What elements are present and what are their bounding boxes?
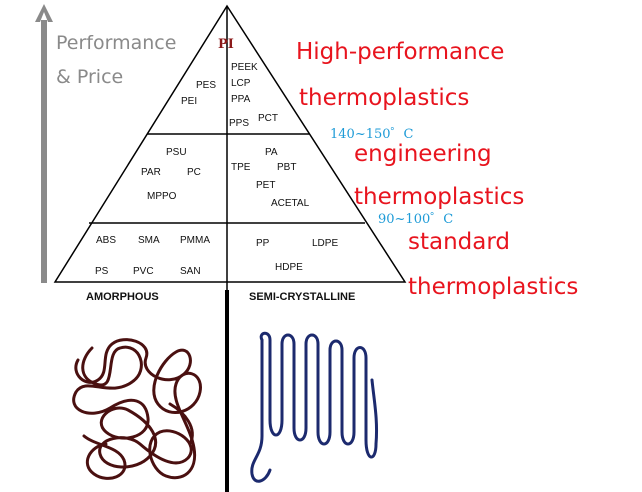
base-label-semicrystalline: SEMI-CRYSTALLINE: [249, 291, 355, 303]
tier-name: thermoplastics: [354, 184, 524, 210]
material-label: PBT: [277, 162, 296, 173]
material-label: TPE: [231, 162, 251, 173]
material-label: PA: [265, 147, 278, 158]
material-label: LDPE: [312, 238, 338, 249]
tier-name: thermoplastics: [408, 274, 578, 300]
apex-label: PI: [218, 37, 234, 52]
material-label: PAR: [141, 167, 161, 178]
tier-name: engineering: [354, 141, 492, 167]
material-label: PCT: [258, 113, 278, 124]
tier-name: thermoplastics: [299, 85, 469, 111]
material-label: PPS: [229, 118, 249, 129]
material-label: SMA: [138, 235, 160, 246]
material-label: MPPO: [147, 191, 177, 202]
material-label: PET: [256, 180, 275, 191]
axis-label-performance: Performance: [56, 32, 176, 54]
material-label: HDPE: [275, 262, 303, 273]
material-label: LCP: [231, 78, 251, 89]
temperature-label: 140~150゜C: [330, 127, 414, 142]
material-label: PMMA: [180, 235, 210, 246]
material-label: PEEK: [231, 62, 258, 73]
material-label: PS: [95, 266, 109, 277]
material-label: PVC: [133, 266, 154, 277]
material-label: PP: [256, 238, 270, 249]
amorphous-chain-drawing: [72, 338, 202, 480]
material-label: PSU: [166, 147, 187, 158]
material-label: PES: [196, 80, 216, 91]
material-label: PPA: [231, 94, 251, 105]
temperature-label: 90~100゜C: [378, 212, 453, 227]
material-label: PC: [187, 167, 201, 178]
performance-arrow: [35, 4, 53, 283]
tier-name: High-performance: [296, 39, 504, 65]
base-label-amorphous: AMORPHOUS: [86, 291, 159, 303]
axis-label-price: & Price: [56, 66, 123, 88]
material-label: ABS: [96, 235, 116, 246]
material-label: ACETAL: [271, 198, 310, 209]
semicrystalline-chain-drawing: [250, 331, 379, 483]
material-label: PEI: [181, 96, 197, 107]
tier-name: standard: [408, 229, 510, 255]
material-label: SAN: [180, 266, 201, 277]
